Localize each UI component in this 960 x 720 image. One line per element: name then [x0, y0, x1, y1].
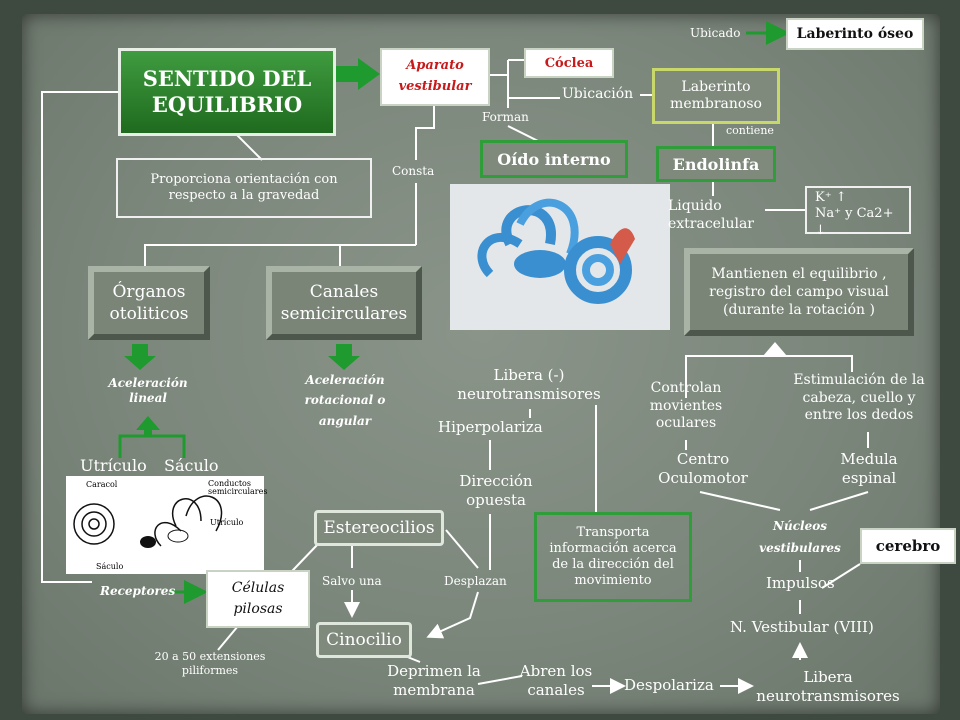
description-box: Proporciona orientación con respecto a l…: [116, 158, 372, 218]
endolinfa-box: Endolinfa: [656, 146, 776, 182]
inner-ear-image: [450, 184, 670, 330]
labyrinth-drawing: [73, 495, 223, 548]
estimulacion-label: Estimulación de la cabeza, cuello y entr…: [793, 372, 925, 423]
acel-lineal-label: Aceleración lineal: [108, 376, 188, 405]
medula-label: Medula espinal: [840, 450, 898, 487]
transporta-box: Transporta información acerca de la dire…: [534, 512, 692, 602]
libera-neg-label: Libera (-) neurotransmisores: [457, 366, 601, 403]
n-vestibular-label: N. Vestibular (VIII): [730, 618, 874, 636]
coclea-box: Cóclea: [524, 48, 614, 78]
cinocilio-box: Cinocilio: [316, 622, 412, 658]
despolariza-label: Despolariza: [624, 676, 714, 694]
inner-ear-drawing: [477, 198, 635, 304]
liquido-label: Liquido extracelular: [668, 198, 754, 232]
direccion-label: Dirección opuesta: [459, 472, 533, 509]
acel-rotacional-label: Aceleración rotacional o angular: [304, 373, 386, 428]
mantienen-box: Mantienen el equilibrio , registro del c…: [684, 248, 914, 336]
hiperpolariza-label: Hiperpolariza: [438, 418, 543, 436]
organos-box: Órganos otoliticos: [88, 266, 210, 340]
controlan-label: Controlan movientes oculares: [649, 380, 723, 431]
nucleos-label: Núcleos vestibulares: [759, 519, 841, 555]
title-box: SENTIDO DEL EQUILIBRIO: [118, 48, 336, 136]
laberinto-membranoso-box: Laberinto membranoso: [652, 68, 780, 124]
saculo-label: Sáculo: [164, 456, 219, 475]
aparato-box: Aparato vestibular: [380, 48, 490, 106]
receptores-label: Receptores: [100, 584, 176, 598]
contiene-label: contiene: [726, 124, 774, 137]
consta-label: Consta: [392, 164, 435, 178]
ions-box: K⁺ ↑ Na⁺ y Ca2+ ↓: [805, 186, 911, 238]
utriculo-label: Utrículo: [80, 456, 147, 475]
oido-interno-box: Oído interno: [480, 140, 628, 178]
abren-label: Abren los canales: [519, 662, 593, 699]
celulas-box: Células pilosas: [206, 570, 310, 628]
ubicacion-label: Ubicación: [562, 86, 634, 102]
forman-label: Forman: [482, 110, 529, 124]
cerebro-box: cerebro: [860, 528, 956, 564]
extensiones-label: 20 a 50 extensiones piliformes: [154, 650, 266, 677]
salvo-una-label: Salvo una: [322, 574, 382, 588]
impulsos-label: Impulsos: [766, 574, 835, 592]
estereocilios-box: Estereocilios: [314, 510, 444, 546]
libera-neuro-label: Libera neurotransmisores: [756, 668, 900, 705]
page-title: SENTIDO DEL EQUILIBRIO: [142, 65, 312, 117]
desplazan-label: Desplazan: [444, 574, 507, 588]
centro-label: Centro Oculomotor: [658, 450, 748, 487]
ubicado-label: Ubicado: [690, 26, 741, 40]
canales-box: Canales semicirculares: [266, 266, 422, 340]
laberinto-oseo-box: Laberinto óseo: [786, 18, 924, 50]
deprimen-label: Deprimen la membrana: [387, 662, 481, 699]
labyrinth-diagram: Caracol Conductos semicirculares Utrícul…: [66, 476, 267, 574]
